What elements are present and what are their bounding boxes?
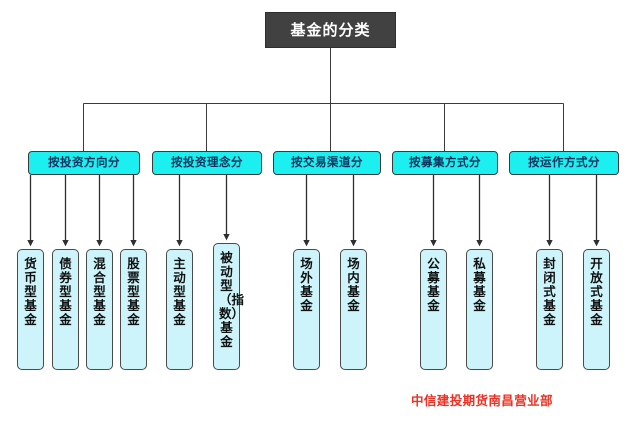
footer-watermark: 中信建投期货南昌营业部 [411, 393, 553, 408]
leaf-node-active-fund: 主动型基金 [166, 249, 193, 370]
leaf-node-label: 混合型基金 [93, 256, 106, 327]
root-node-label: 基金的分类 [290, 20, 371, 39]
leaf-node-open-end-fund: 开放式基金 [583, 249, 610, 370]
group-node-label: 按交易渠道分 [291, 155, 363, 170]
group-node-operation-method: 按运作方式分 [509, 151, 619, 175]
leaf-node-label: 股票型基金 [127, 256, 140, 327]
group-node-investment-philosophy: 按投资理念分 [152, 151, 262, 175]
leaf-node-passive-index-fund: 被动型（指数）基金 [213, 243, 245, 370]
leaf-node-equity-fund: 股票型基金 [120, 249, 147, 370]
leaf-node-label: 货币型基金 [24, 256, 37, 327]
leaf-node-hybrid-fund: 混合型基金 [86, 249, 113, 370]
leaf-node-label: 开放式基金 [590, 256, 603, 327]
leaf-node-otc-fund: 场外基金 [293, 249, 320, 370]
leaf-node-public-fund: 公募基金 [420, 249, 447, 370]
leaf-node-label: 债券型基金 [59, 256, 72, 327]
leaf-node-label: 主动型基金 [173, 256, 186, 327]
leaf-node-label: 场内基金 [347, 256, 360, 313]
leaf-node-bond-fund: 债券型基金 [52, 249, 79, 370]
group-node-trading-channel: 按交易渠道分 [273, 151, 381, 175]
group-node-investment-direction: 按投资方向分 [28, 151, 140, 175]
root-node: 基金的分类 [265, 12, 396, 48]
leaf-node-label: 被动型（指数）基金 [219, 250, 245, 349]
group-node-label: 按募集方式分 [409, 155, 481, 170]
leaf-node-exchange-traded-fund: 场内基金 [340, 249, 367, 370]
leaf-node-label: 私募基金 [473, 256, 486, 313]
leaf-node-closed-end-fund: 封闭式基金 [536, 249, 563, 370]
leaf-node-private-fund: 私募基金 [466, 249, 493, 370]
leaf-node-money-market-fund: 货币型基金 [17, 249, 44, 370]
group-node-label: 按投资方向分 [48, 155, 120, 170]
leaf-node-label: 封闭式基金 [543, 256, 556, 327]
group-node-label: 按运作方式分 [528, 155, 600, 170]
leaf-node-label: 公募基金 [427, 256, 440, 313]
group-node-raising-method: 按募集方式分 [392, 151, 498, 175]
group-node-label: 按投资理念分 [171, 155, 243, 170]
leaf-node-label: 场外基金 [300, 256, 313, 313]
